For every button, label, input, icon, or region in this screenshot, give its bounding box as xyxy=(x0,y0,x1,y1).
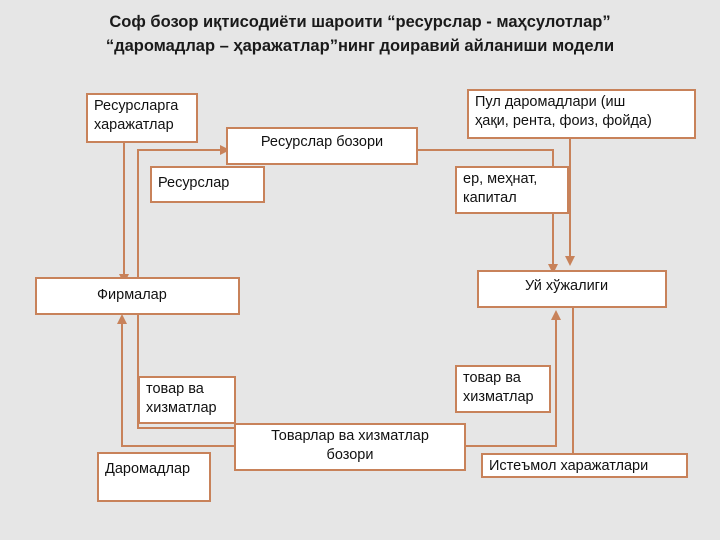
title-line-1: Соф бозор иқтисодиёти шароити “ресурслар… xyxy=(109,13,611,31)
box-households: Уй хўжалиги xyxy=(477,270,667,308)
arrowhead-firms-bottom xyxy=(117,314,127,324)
box-revenue: Даромадлар xyxy=(97,452,211,502)
flow-line-goods-to-firms xyxy=(121,318,234,447)
title-line-2: “даромадлар – ҳаражатлар”нинг доиравий а… xyxy=(105,37,615,55)
flow-line-firms-to-revenue xyxy=(137,315,234,429)
box-firms: Фирмалар xyxy=(35,277,240,315)
box-goods-services-left: товар ва хизматлар xyxy=(138,376,236,424)
box-goods-market: Товарлар ва хизматлар бозори xyxy=(234,423,466,471)
box-goods-services-right: товар ва хизматлар xyxy=(455,365,551,413)
box-resource-market: Ресурслар бозори xyxy=(226,127,418,165)
flow-line-goods-to-households xyxy=(466,314,557,447)
flow-line-market-to-households xyxy=(418,149,554,270)
arrowhead-households-in xyxy=(548,264,558,274)
box-consumption-spending: Истеъмол харажатлари xyxy=(481,453,688,478)
box-money-income: Пул даромадлари (иш ҳақи, рента, фоиз, ф… xyxy=(467,89,696,139)
flow-line-firms-to-resource-market xyxy=(137,149,226,278)
arrowhead-income-in xyxy=(565,256,575,266)
box-resources: Ресурслар xyxy=(150,166,265,203)
arrowhead-resource-market xyxy=(220,145,230,155)
box-resource-costs: Ресурсларга харажатлар xyxy=(86,93,198,143)
arrowhead-goods-up xyxy=(551,310,561,320)
box-land-labor-capital: ер, меҳнат, капитал xyxy=(455,166,569,214)
page-title: Соф бозор иқтисодиёти шароити “ресурслар… xyxy=(0,10,720,58)
